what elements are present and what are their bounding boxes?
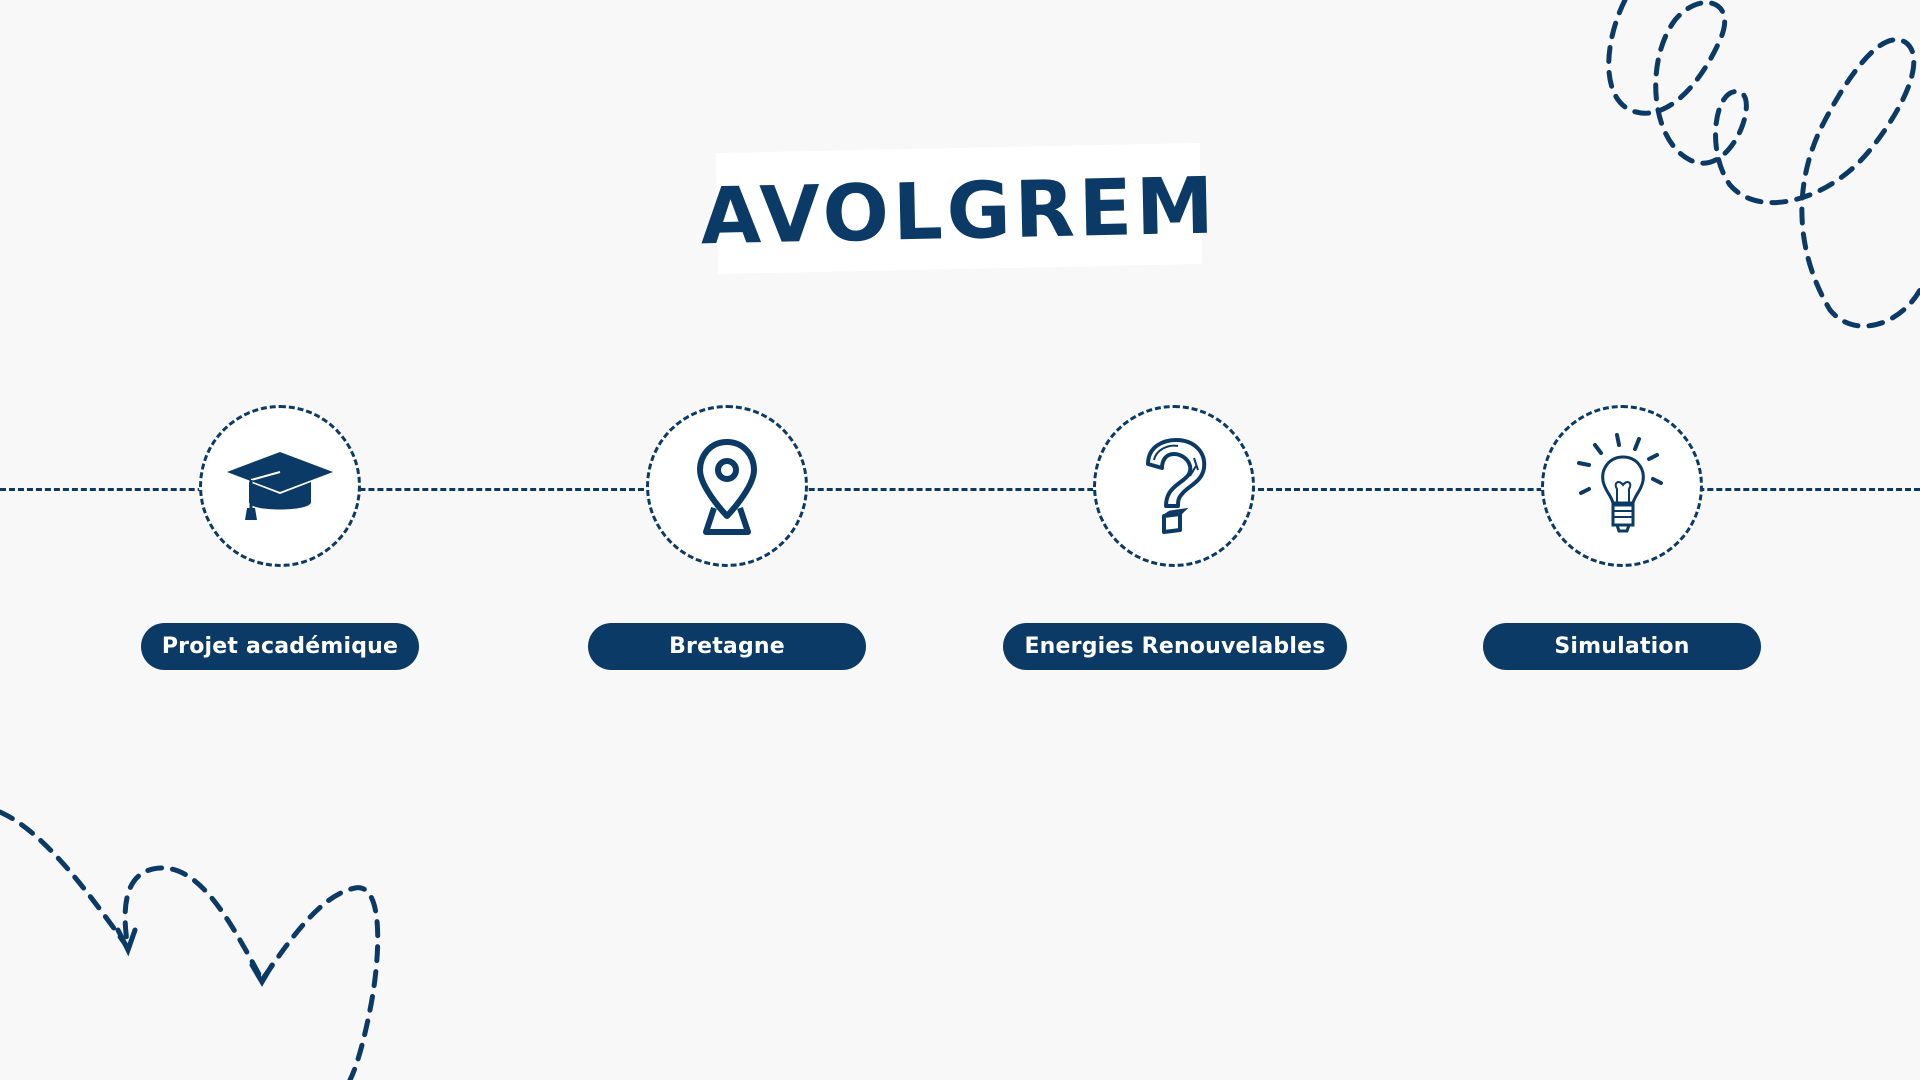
step-label-pill: Energies Renouvelables xyxy=(1003,623,1347,670)
step-label-pill: Bretagne xyxy=(588,623,866,670)
step-circle xyxy=(646,405,808,567)
step-label: Simulation xyxy=(1554,634,1690,659)
step-label: Energies Renouvelables xyxy=(1024,634,1326,659)
step-label-pill: Simulation xyxy=(1483,623,1761,670)
arrowhead-2 xyxy=(249,962,275,987)
timeline-line xyxy=(0,488,1920,491)
title-card: AVOLGREM xyxy=(700,142,1218,275)
step-projet xyxy=(199,405,361,567)
step-bretagne xyxy=(646,405,808,567)
step-label: Projet académique xyxy=(161,634,399,659)
arrowhead-1 xyxy=(115,927,138,957)
step-label-pill: Projet académique xyxy=(141,623,419,670)
step-circle xyxy=(199,405,361,567)
graduation-cap-icon xyxy=(227,452,333,520)
page-title: AVOLGREM xyxy=(699,161,1219,262)
question-mark-icon xyxy=(1146,438,1207,534)
map-pin-icon xyxy=(697,439,757,535)
top-right-loop-doodle xyxy=(1606,0,1920,329)
step-circle xyxy=(1093,405,1255,567)
step-circle xyxy=(1541,405,1703,567)
lightbulb-icon xyxy=(1577,433,1663,533)
step-energies xyxy=(1093,405,1255,567)
bottom-left-zigzag-doodle xyxy=(0,809,381,1080)
step-label: Bretagne xyxy=(669,634,785,659)
step-simulation xyxy=(1541,405,1703,567)
